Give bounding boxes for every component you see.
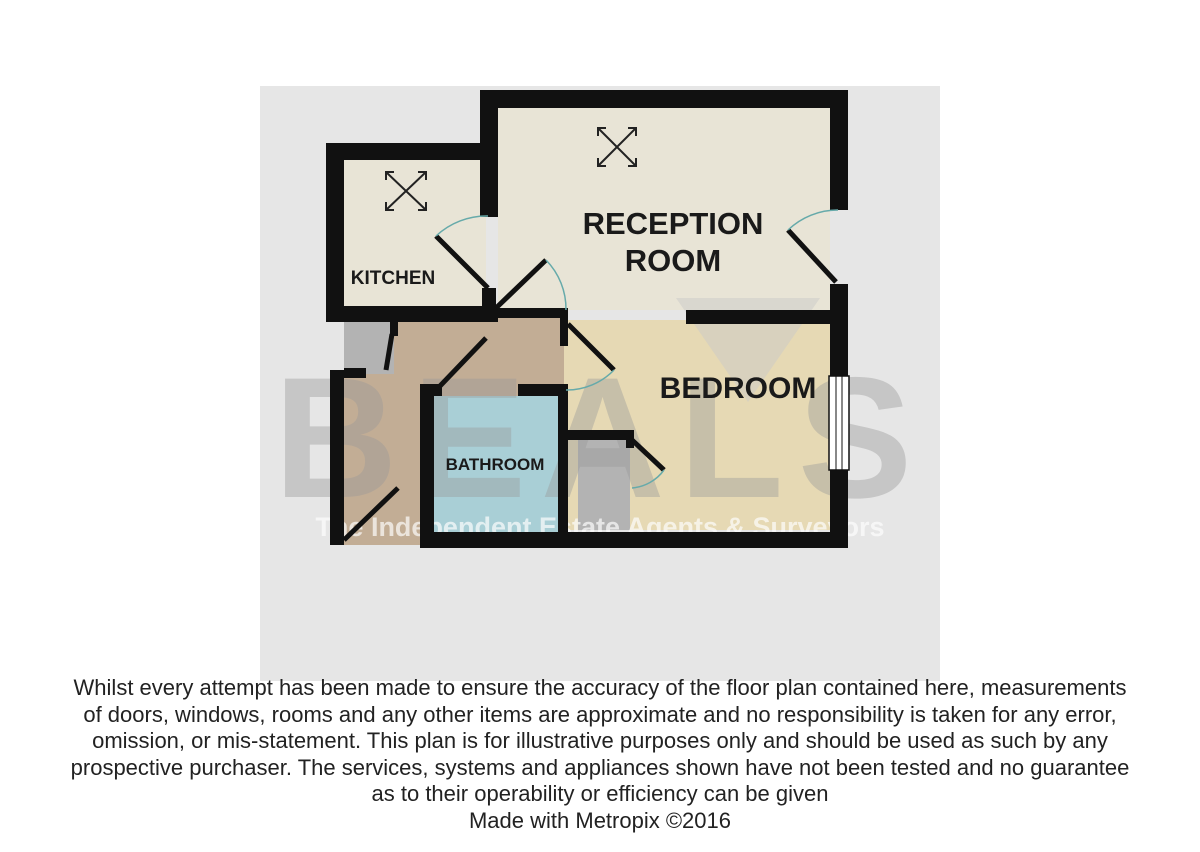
- door-swing-icon: [438, 336, 488, 388]
- wall-bathroom-top: [420, 384, 442, 396]
- wall-cupboard-right: [390, 322, 398, 336]
- wall-hall-divider: [560, 318, 568, 346]
- credit-line: Made with Metropix ©2016: [468, 807, 731, 833]
- wall-bathroom-right: [558, 384, 568, 548]
- disclaimer: Whilst every attempt has been made to en…: [0, 675, 1200, 834]
- bathroom-label: BATHROOM: [446, 455, 545, 474]
- disclaimer-line: Whilst every attempt has been made to en…: [73, 675, 1127, 700]
- wall-bottom: [424, 532, 848, 548]
- wall-kitchen-bottom: [326, 306, 498, 322]
- reception-room-floor: [498, 108, 830, 310]
- bedroom-label: BEDROOM: [660, 372, 817, 405]
- disclaimer-line: as to their operability or efficiency ca…: [371, 781, 829, 806]
- door-swing-icon: [786, 209, 839, 284]
- skylight-icon: [597, 127, 637, 167]
- doors: [342, 209, 839, 542]
- reception-room-label-line1: RECEPTION: [583, 206, 764, 241]
- wall-left: [326, 143, 344, 318]
- wall-wardrobe-top: [568, 430, 630, 440]
- wall-bathroom-left: [420, 384, 434, 548]
- wall-reception-top: [480, 90, 848, 108]
- door-swing-icon: [630, 438, 666, 489]
- wall-reception-bedroom: [686, 310, 830, 324]
- kitchen-label: KITCHEN: [351, 268, 435, 289]
- wall-cupboard-side: [344, 368, 366, 378]
- wall-right-lower: [830, 470, 848, 548]
- door-swing-icon: [383, 333, 395, 371]
- disclaimer-line: prospective purchaser. The services, sys…: [70, 754, 1130, 780]
- wall-wardrobe-right: [626, 430, 634, 448]
- wall-reception-left-upper: [480, 90, 498, 160]
- door-swing-icon: [565, 322, 616, 391]
- walls: [326, 90, 848, 548]
- disclaimer-line: of doors, windows, rooms and any other i…: [83, 701, 1117, 727]
- wardrobe-floor: [578, 440, 630, 530]
- reception-room-label-line2: ROOM: [625, 243, 721, 278]
- wall-bathroom-top-right: [518, 384, 568, 396]
- wall-kitchen-top: [326, 143, 498, 160]
- wall-hall-left: [330, 370, 344, 545]
- door-swing-icon: [494, 258, 567, 311]
- floor-areas: [344, 108, 830, 545]
- wall-reception-right-lower: [830, 284, 848, 376]
- disclaimer-line: omission, or mis-statement. This plan is…: [92, 728, 1108, 753]
- bathroom-floor: [432, 396, 558, 532]
- wall-kitchen-right-upper: [480, 143, 498, 217]
- wall-hall-top: [498, 308, 568, 318]
- door-swing-icon: [342, 486, 400, 542]
- door-swing-icon: [434, 215, 490, 290]
- kitchen-floor: [344, 160, 486, 312]
- wall-reception-right-upper: [830, 90, 848, 210]
- skylight-icon: [385, 171, 427, 211]
- window-icon: [828, 375, 850, 471]
